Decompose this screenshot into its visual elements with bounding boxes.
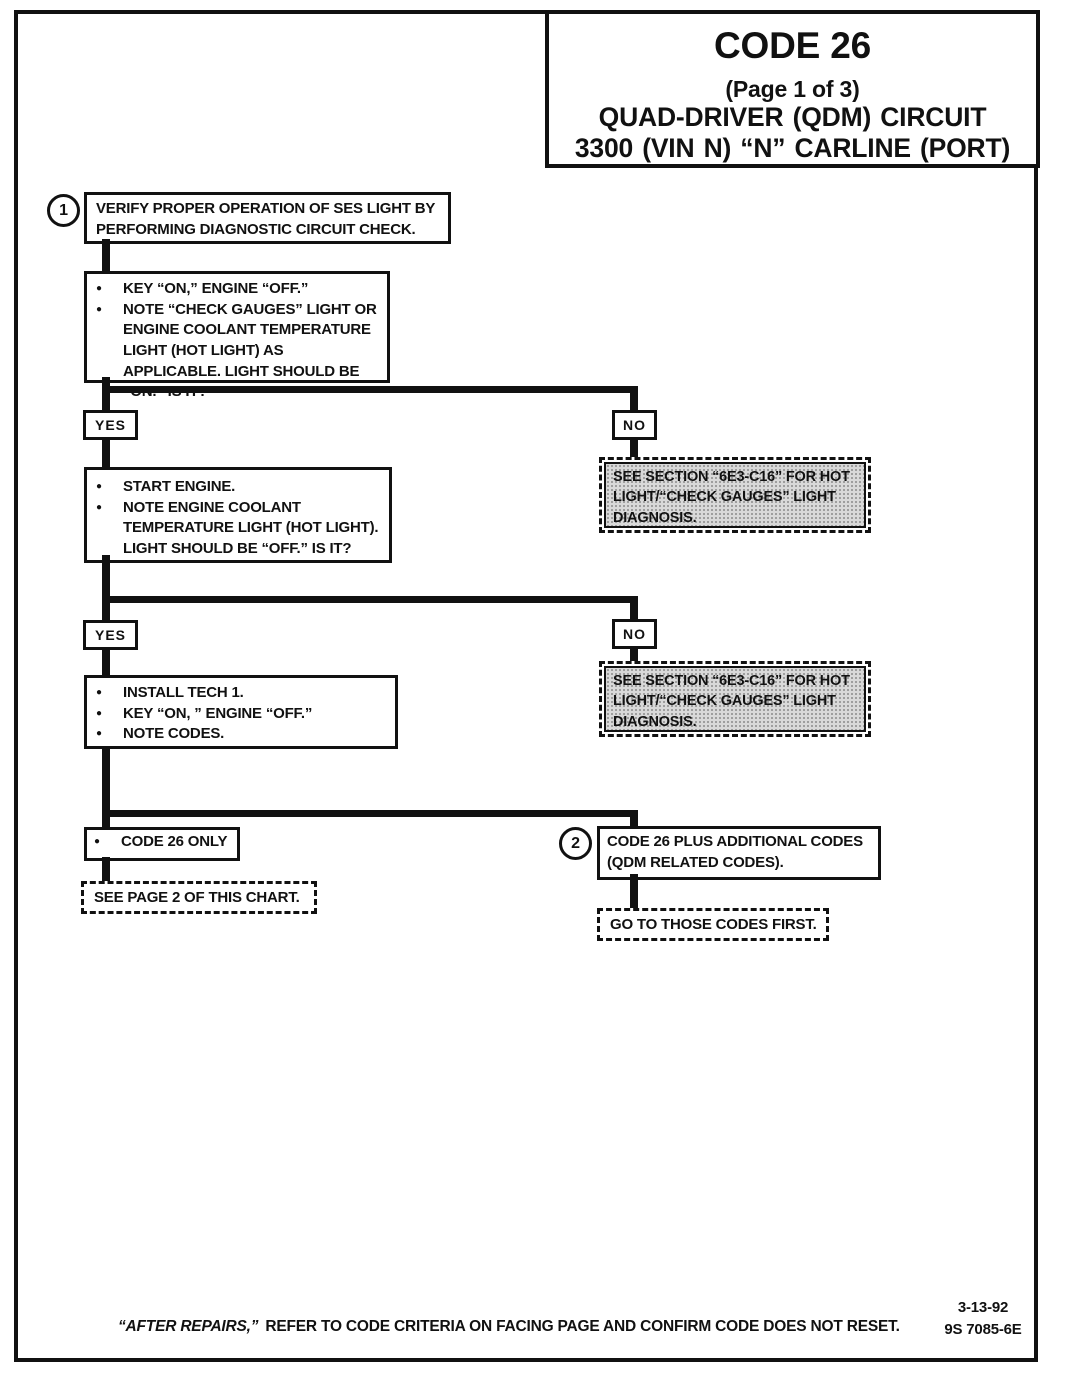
connector-code26only-down (102, 857, 110, 881)
check-light-bullet-1: ● KEY “ON,” ENGINE “OFF.” (93, 279, 381, 300)
bullet-icon: ● (94, 836, 100, 847)
carline-subtitle: 3300 (VIN N) “N” CARLINE (PORT) (574, 132, 1011, 163)
connector-code26plus-down (630, 874, 638, 908)
after-repairs-italic: “AFTER REPAIRS,” (118, 1318, 259, 1335)
code26-only-text: CODE 26 ONLY (121, 833, 228, 850)
go-to-codes-text: GO TO THOSE CODES FIRST. (610, 916, 817, 933)
yes-box-2: YES (83, 620, 138, 650)
see-section-box-1: SEE SECTION “6E3-C16” FOR HOT LIGHT/“CHE… (599, 457, 871, 533)
circuit-subtitle: QUAD-DRIVER (QDM) CIRCUIT (598, 102, 987, 133)
see-section-1-text: SEE SECTION “6E3-C16” FOR HOT LIGHT/“CHE… (613, 469, 850, 526)
see-page2-text: SEE PAGE 2 OF THIS CHART. (94, 889, 300, 906)
bullet-icon: ● (96, 728, 102, 740)
see-section-box-1-fill: SEE SECTION “6E3-C16” FOR HOT LIGHT/“CHE… (604, 462, 866, 528)
start-engine-box: ● START ENGINE. ● NOTE ENGINE COOLANT TE… (84, 467, 392, 563)
step-1-badge: 1 (47, 194, 80, 227)
yes-2-label: YES (94, 627, 126, 643)
connector-branch3-right (630, 810, 638, 827)
connector-tech1-down (102, 746, 110, 827)
footer-reference-block: 3-13-92 9S 7085-6E (928, 1297, 1038, 1341)
connector-branch3-horizontal (102, 810, 638, 817)
code26-plus-box: CODE 26 PLUS ADDITIONAL CODES (QDM RELAT… (597, 826, 881, 880)
start-engine-bullet-2: ● NOTE ENGINE COOLANT TEMPERATURE LIGHT … (93, 498, 383, 560)
yes-1-label: YES (94, 417, 126, 433)
connector-no1-down (630, 440, 638, 458)
yes-box-1: YES (83, 410, 138, 440)
footer-doc-number: 9S 7085-6E (944, 1320, 1022, 1338)
connector-branch1-no (630, 386, 638, 410)
bullet-icon: ● (96, 707, 102, 719)
bullet-icon: ● (96, 283, 102, 294)
connector-engine-down (102, 555, 110, 620)
check-light-box: ● KEY “ON,” ENGINE “OFF.” ● NOTE “CHECK … (84, 271, 390, 400)
bullet-icon: ● (96, 481, 102, 492)
bullet-icon: ● (96, 687, 102, 698)
start-engine-bullet-1: ● START ENGINE. (93, 477, 383, 498)
code26-plus-text: CODE 26 PLUS ADDITIONAL CODES (QDM RELAT… (607, 833, 863, 871)
connector-check-down (102, 377, 110, 410)
bullet-icon: ● (96, 303, 102, 315)
page-indicator: (Page 1 of 3) (725, 75, 860, 102)
connector-yes1-down (102, 440, 110, 467)
verify-ses-box: VERIFY PROPER OPERATION OF SES LIGHT BY … (84, 192, 451, 244)
step-1-number: 1 (59, 201, 68, 219)
code26-only-box: ● CODE 26 ONLY (84, 827, 240, 861)
see-section-box-2-fill: SEE SECTION “6E3-C16” FOR HOT LIGHT/“CHE… (604, 666, 866, 732)
connector-branch2-no (630, 596, 638, 619)
verify-ses-text: VERIFY PROPER OPERATION OF SES LIGHT BY … (96, 200, 435, 238)
footer-date: 3-13-92 (957, 1299, 1009, 1316)
tech1-bullet-3: ● NOTE CODES. (93, 724, 389, 745)
check-light-bullet-2: ● NOTE “CHECK GAUGES” LIGHT OR ENGINE CO… (93, 300, 381, 403)
tech1-bullet-1: ● INSTALL TECH 1. (93, 683, 389, 704)
install-tech1-box: ● INSTALL TECH 1. ● KEY “ON, ” ENGINE “O… (84, 675, 398, 749)
no-2-label: NO (623, 626, 646, 642)
step-2-number: 2 (571, 834, 580, 852)
see-section-box-2: SEE SECTION “6E3-C16” FOR HOT LIGHT/“CHE… (599, 661, 871, 737)
after-repairs-rest: REFER TO CODE CRITERIA ON FACING PAGE AN… (265, 1318, 900, 1335)
go-to-codes-box: GO TO THOSE CODES FIRST. (597, 908, 829, 941)
no-box-2: NO (612, 619, 657, 649)
title-block: CODE 26 (Page 1 of 3) QUAD-DRIVER (QDM) … (545, 10, 1040, 168)
connector-branch1-horizontal (102, 386, 638, 393)
connector-branch2-horizontal (102, 596, 638, 603)
connector-verify-to-check (102, 239, 110, 271)
after-repairs-note: “AFTER REPAIRS,” REFER TO CODE CRITERIA O… (118, 1318, 908, 1336)
connector-yes2-down (102, 650, 110, 675)
step-2-badge: 2 (559, 827, 592, 860)
tech1-bullet-2: ● KEY “ON, ” ENGINE “OFF.” (93, 704, 389, 725)
see-page2-box: SEE PAGE 2 OF THIS CHART. (81, 881, 317, 914)
no-1-label: NO (623, 417, 646, 433)
bullet-icon: ● (96, 501, 102, 513)
see-section-2-text: SEE SECTION “6E3-C16” FOR HOT LIGHT/“CHE… (613, 673, 850, 730)
page-border (14, 10, 1038, 1362)
connector-no2-down (630, 649, 638, 661)
chart-code-title: CODE 26 (714, 25, 871, 66)
no-box-1: NO (612, 410, 657, 440)
